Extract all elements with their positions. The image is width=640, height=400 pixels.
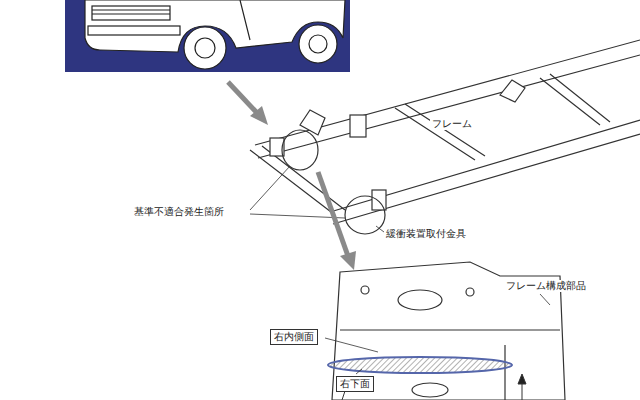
vehicle-panel [65,0,350,72]
pointer-arrow [318,172,356,270]
leader-line [325,294,550,374]
part-label: 基準不適合発生箇所 [132,206,226,218]
vehicle-drawing [85,0,345,69]
part-label: フレーム構成部品 [504,280,588,292]
part-label: 緩衝装置取付金具 [384,228,468,240]
part-face-box: 右下面 [336,376,374,392]
part-face-box: 右内側面 [270,329,318,345]
defect-highlight [328,357,512,373]
pointer-arrow [228,82,268,125]
part-label: フレーム [430,118,474,130]
face-label: 右内側面 [274,331,314,342]
face-label: 右下面 [340,378,370,389]
frame-drawing [250,40,640,234]
